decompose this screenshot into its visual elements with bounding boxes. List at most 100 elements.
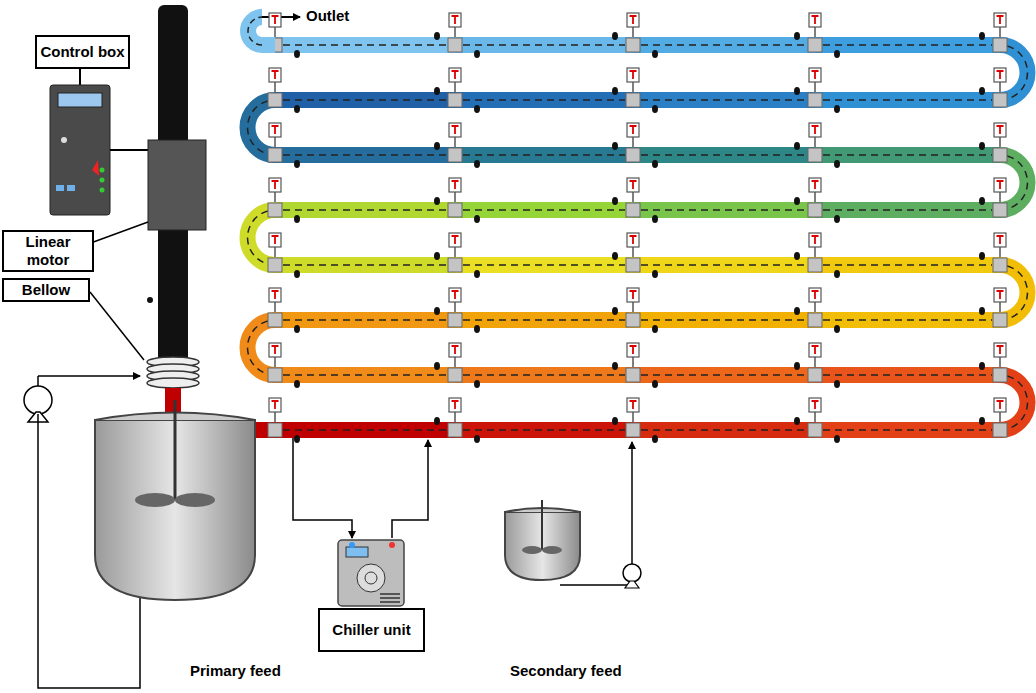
temperature-sensor: [809, 13, 821, 27]
sensor-mark: [812, 181, 819, 189]
port: [434, 417, 440, 425]
port: [834, 270, 840, 278]
sensor-stem: [814, 412, 816, 422]
port: [294, 435, 300, 443]
flange: [268, 313, 282, 327]
tube-segment: [455, 147, 633, 163]
port: [434, 307, 440, 315]
flange: [993, 313, 1007, 327]
flange: [626, 258, 640, 272]
port: [612, 197, 618, 205]
port: [474, 435, 480, 443]
sensor-mark: [630, 181, 637, 189]
tube-segment: [815, 312, 1000, 328]
sensor-stem: [814, 357, 816, 367]
sensor-stem: [274, 302, 276, 312]
sensor-mark: [997, 291, 1004, 299]
sensor-stem: [814, 247, 816, 257]
port: [474, 50, 480, 58]
tube-segment: [275, 367, 455, 383]
flange: [808, 368, 822, 382]
sensor-stem: [632, 137, 634, 147]
flange: [808, 93, 822, 107]
tube-segment: [815, 147, 1000, 163]
baffles: [823, 44, 992, 46]
tube-segment: [275, 257, 455, 273]
sensor-mark: [272, 346, 279, 354]
baffles: [283, 264, 447, 266]
temperature-sensor: [269, 233, 281, 247]
tube-segment: [815, 257, 1000, 273]
baffles: [823, 264, 992, 266]
tube-segment: [815, 422, 1000, 438]
flange: [268, 258, 282, 272]
port: [474, 325, 480, 333]
tube-segment: [455, 92, 633, 108]
temperature-sensor: [994, 398, 1006, 412]
sensor-stem: [454, 192, 456, 202]
port: [652, 325, 658, 333]
sensor-mark: [812, 401, 819, 409]
tube-segment: [815, 202, 1000, 218]
temperature-sensor: [809, 123, 821, 137]
port: [834, 50, 840, 58]
flange: [808, 38, 822, 52]
port: [474, 215, 480, 223]
sensor-stem: [274, 137, 276, 147]
temperature-sensor: [809, 343, 821, 357]
port: [652, 435, 658, 443]
baffles: [463, 99, 625, 101]
tube-segment: [455, 257, 633, 273]
sensor-mark: [812, 236, 819, 244]
tube-segment: [815, 92, 1000, 108]
temperature-sensor: [449, 123, 461, 137]
baffles: [283, 319, 447, 321]
baffles: [823, 429, 992, 431]
port: [794, 197, 800, 205]
port: [979, 197, 985, 205]
sensor-mark: [812, 126, 819, 134]
flange: [448, 368, 462, 382]
tube-segment: [633, 147, 815, 163]
port: [474, 380, 480, 388]
tube-segment: [633, 257, 815, 273]
baffles: [463, 429, 625, 431]
flange: [993, 203, 1007, 217]
sensor-stem: [999, 247, 1001, 257]
port: [434, 362, 440, 370]
port: [834, 435, 840, 443]
baffles: [283, 99, 447, 101]
flange: [626, 368, 640, 382]
temperature-sensor: [627, 343, 639, 357]
port: [652, 270, 658, 278]
baffles: [823, 99, 992, 101]
baffles: [283, 209, 447, 211]
port: [652, 160, 658, 168]
port: [834, 105, 840, 113]
tube-segment: [633, 312, 815, 328]
flange: [448, 93, 462, 107]
flange: [626, 38, 640, 52]
tube-segment: [455, 422, 633, 438]
outlet-label: Outlet: [306, 7, 349, 24]
port: [794, 362, 800, 370]
port: [979, 307, 985, 315]
temperature-sensor: [627, 13, 639, 27]
baffles: [283, 44, 447, 46]
temperature-sensor: [269, 68, 281, 82]
feed-label: Secondary feed: [510, 662, 622, 679]
baffles: [463, 44, 625, 46]
baffles: [248, 17, 262, 45]
sensor-stem: [814, 192, 816, 202]
sensor-mark: [452, 181, 459, 189]
label-box: Control box: [35, 35, 130, 69]
flange: [448, 148, 462, 162]
temperature-sensor: [809, 68, 821, 82]
port: [652, 215, 658, 223]
node-text: Linear motor: [4, 233, 92, 269]
sensor-stem: [632, 82, 634, 92]
port: [652, 50, 658, 58]
sensor-mark: [272, 181, 279, 189]
temperature-sensor: [809, 178, 821, 192]
